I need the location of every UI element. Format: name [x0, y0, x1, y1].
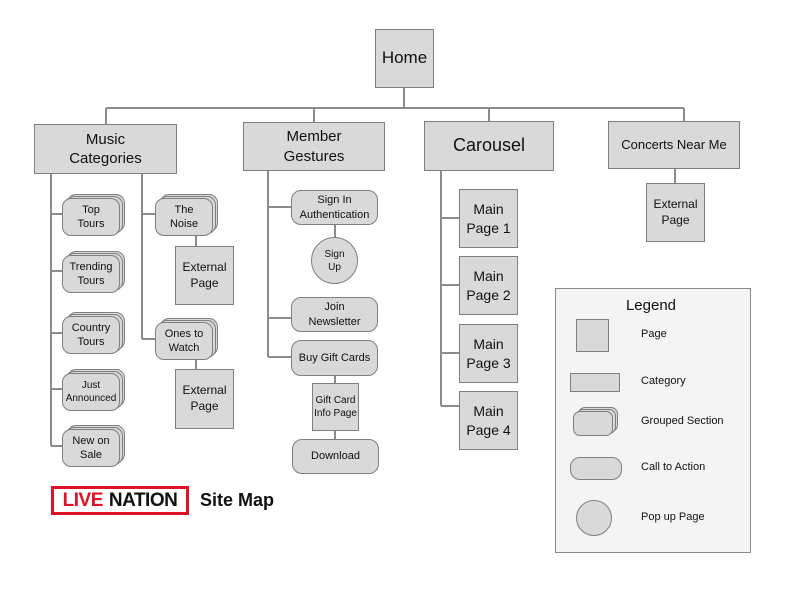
external-page-concerts-label: External Page	[653, 196, 698, 227]
carousel-label: Carousel	[452, 135, 526, 156]
buy-gift-cards-cta: Buy Gift Cards	[291, 340, 378, 376]
sign-in-label: Sign In Authentication	[299, 194, 370, 221]
external-page-watch-node: External Page	[175, 369, 234, 429]
site-map-title: Site Map	[200, 490, 275, 510]
download-label: Download	[311, 450, 360, 463]
legend-page-label: Page	[641, 328, 667, 340]
concerts-near-me-label: Concerts Near Me	[621, 136, 727, 152]
grouped-section-the-noise: The Noise	[155, 194, 219, 236]
live-nation-logo: LIVE NATION	[51, 486, 189, 515]
sign-in-authentication-cta: Sign In Authentication	[291, 190, 378, 225]
logo-nation: NATION	[108, 489, 178, 511]
grouped-section-trending-tours: Trending Tours	[62, 251, 126, 293]
gift-card-info-page-node: Gift Card Info Page	[312, 383, 359, 431]
external-page-noise-node: External Page	[175, 246, 234, 305]
grouped-section-ones-to-watch: Ones to Watch	[155, 318, 219, 360]
join-newsletter-cta: Join Newsletter	[291, 297, 378, 332]
member-gestures-node: Member Gestures	[243, 122, 385, 171]
new-on-sale-label: New on Sale	[72, 434, 110, 461]
home-label: Home	[381, 48, 428, 68]
main-page-4-label: Main Page 4	[466, 403, 511, 438]
legend-popup-label: Pop up Page	[641, 511, 705, 523]
sign-up-popup: Sign Up	[311, 237, 358, 284]
legend-category-swatch	[570, 373, 620, 392]
legend-category-label: Category	[641, 375, 686, 387]
legend: Legend Page Category Grouped Section Cal…	[555, 288, 751, 553]
legend-cta-swatch	[570, 457, 622, 480]
grouped-section-top-tours: Top Tours	[62, 194, 126, 236]
legend-title: Legend	[625, 297, 677, 314]
music-categories-label: Music Categories	[69, 130, 142, 168]
concerts-near-me-node: Concerts Near Me	[608, 121, 740, 169]
trending-tours-label: Trending Tours	[69, 260, 113, 287]
main-page-3-label: Main Page 3	[466, 336, 511, 371]
grouped-section-just-announced: Just Announced	[62, 369, 126, 411]
the-noise-label: The Noise	[169, 203, 199, 230]
download-cta: Download	[292, 439, 379, 474]
main-page-2-label: Main Page 2	[466, 268, 511, 303]
grouped-section-country-tours: Country Tours	[62, 312, 126, 354]
legend-grouped-swatch	[573, 407, 619, 437]
buy-gift-cards-label: Buy Gift Cards	[298, 351, 371, 364]
legend-grouped-label: Grouped Section	[641, 415, 724, 427]
carousel-node: Carousel	[424, 121, 554, 171]
main-page-1-label: Main Page 1	[466, 201, 511, 236]
grouped-section-new-on-sale: New on Sale	[62, 425, 126, 467]
external-page-watch-label: External Page	[182, 383, 227, 413]
join-newsletter-label: Join Newsletter	[308, 301, 361, 328]
logo-live: LIVE	[62, 489, 104, 511]
external-page-concerts-node: External Page	[646, 183, 705, 242]
member-gestures-label: Member Gestures	[283, 128, 345, 165]
main-page-3-node: Main Page 3	[459, 324, 518, 383]
main-page-2-node: Main Page 2	[459, 256, 518, 315]
ones-to-watch-label: Ones to Watch	[164, 327, 204, 354]
main-page-1-node: Main Page 1	[459, 189, 518, 248]
country-tours-label: Country Tours	[71, 321, 111, 348]
gift-card-info-label: Gift Card Info Page	[314, 395, 357, 419]
legend-cta-label: Call to Action	[641, 461, 706, 473]
sign-up-label: Sign Up	[324, 248, 345, 273]
legend-page-swatch	[576, 319, 609, 352]
top-tours-label: Top Tours	[77, 203, 105, 230]
just-announced-label: Just Announced	[65, 380, 117, 404]
home-page-node: Home	[375, 29, 434, 88]
legend-popup-swatch	[576, 500, 612, 536]
music-categories-node: Music Categories	[34, 124, 177, 174]
main-page-4-node: Main Page 4	[459, 391, 518, 450]
external-page-noise-label: External Page	[182, 259, 227, 290]
